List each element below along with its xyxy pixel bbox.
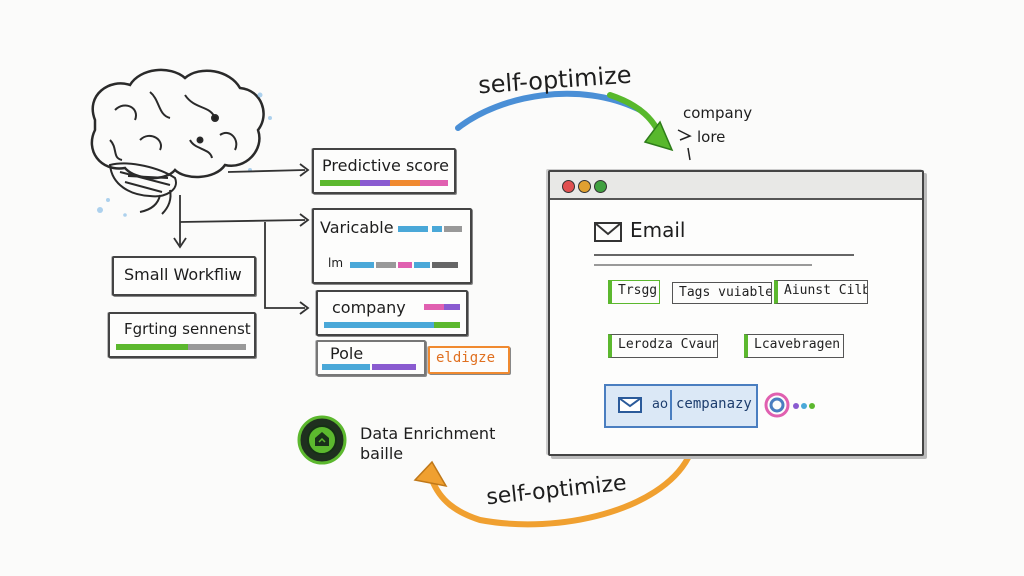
role-bar-1 bbox=[322, 364, 370, 370]
email-divider-2 bbox=[594, 264, 812, 266]
small-workflow-label: Small Workfliw bbox=[124, 265, 242, 284]
enrichment-badge-icon bbox=[297, 415, 347, 465]
role-bar-2 bbox=[372, 364, 416, 370]
var-bar-3 bbox=[444, 226, 462, 232]
note-tick bbox=[677, 129, 692, 161]
predictive-score-box: Predictive score bbox=[312, 148, 456, 194]
company-label: company bbox=[332, 298, 406, 317]
field-lcavebragen[interactable]: Lcavebragen bbox=[744, 334, 844, 358]
window-close-dot[interactable] bbox=[562, 180, 575, 193]
self-optimize-top-arrow bbox=[455, 90, 674, 152]
field-tags-variable[interactable]: Tags vuiable bbox=[672, 282, 772, 304]
note-company: company bbox=[683, 104, 753, 122]
pred-bar-2 bbox=[360, 180, 390, 186]
window-maximize-dot[interactable] bbox=[594, 180, 607, 193]
email-window: Email Trsgg Tags vuiable Aiunst Cilbc Le… bbox=[548, 170, 924, 456]
var-bar-7 bbox=[414, 262, 430, 268]
button-prefix: ao bbox=[652, 397, 668, 412]
role-label: Pole bbox=[330, 344, 364, 363]
email-title: Email bbox=[630, 218, 686, 242]
comp-bar-4 bbox=[434, 322, 460, 328]
field-trsgg[interactable]: Trsgg bbox=[608, 280, 660, 304]
variable-label: Varicable bbox=[320, 218, 394, 237]
field-lerodza[interactable]: Lerodza Cvaun bbox=[608, 334, 718, 358]
small-workflow-box: Small Workfliw bbox=[112, 256, 256, 296]
comp-bar-1 bbox=[424, 304, 444, 310]
comp-bar-3 bbox=[324, 322, 434, 328]
pred-bar-4 bbox=[420, 180, 448, 186]
var-bar-5 bbox=[376, 262, 396, 268]
var-bar-2 bbox=[432, 226, 442, 232]
company-action-button[interactable]: ao cempanazy bbox=[604, 384, 758, 428]
segment-box: Fgrting sennenst bbox=[108, 312, 256, 358]
var-bar-1 bbox=[398, 226, 428, 232]
variable-sub-label: lm bbox=[328, 256, 344, 270]
email-divider-1 bbox=[594, 254, 854, 256]
role-box: Pole bbox=[316, 340, 426, 376]
var-bar-4 bbox=[350, 262, 374, 268]
segment-label: Fgrting sennenst bbox=[124, 320, 251, 338]
variable-box: Varicable lm bbox=[312, 208, 472, 284]
var-bar-6 bbox=[398, 262, 412, 268]
circle-logo-icon bbox=[764, 392, 815, 418]
predictive-score-label: Predictive score bbox=[322, 156, 449, 175]
button-label: cempanazy bbox=[676, 396, 752, 412]
pred-bar-3 bbox=[390, 180, 420, 186]
segment-bar-gray bbox=[188, 344, 246, 350]
enrichment-line2: baille bbox=[360, 444, 404, 463]
pred-bar-1 bbox=[320, 180, 360, 186]
segment-bar-green bbox=[116, 344, 188, 350]
brain-icon bbox=[90, 68, 265, 215]
brain-connectors bbox=[173, 163, 310, 315]
field-account[interactable]: Aiunst Cilbc bbox=[774, 280, 868, 304]
button-mail-icon bbox=[618, 397, 642, 413]
comp-bar-2 bbox=[444, 304, 460, 310]
button-separator bbox=[670, 390, 672, 420]
role-tag-label: eldigze bbox=[436, 350, 496, 366]
note-lore: lore bbox=[697, 128, 726, 146]
mail-icon bbox=[594, 222, 622, 242]
window-titlebar bbox=[550, 172, 922, 200]
company-box: company bbox=[316, 290, 468, 336]
role-tag-box: eldigze bbox=[428, 346, 510, 374]
self-optimize-bottom-arrow bbox=[413, 455, 691, 528]
var-bar-8 bbox=[432, 262, 458, 268]
brain-splash bbox=[97, 92, 272, 217]
window-minimize-dot[interactable] bbox=[578, 180, 591, 193]
enrichment-line1: Data Enrichment bbox=[360, 424, 496, 443]
